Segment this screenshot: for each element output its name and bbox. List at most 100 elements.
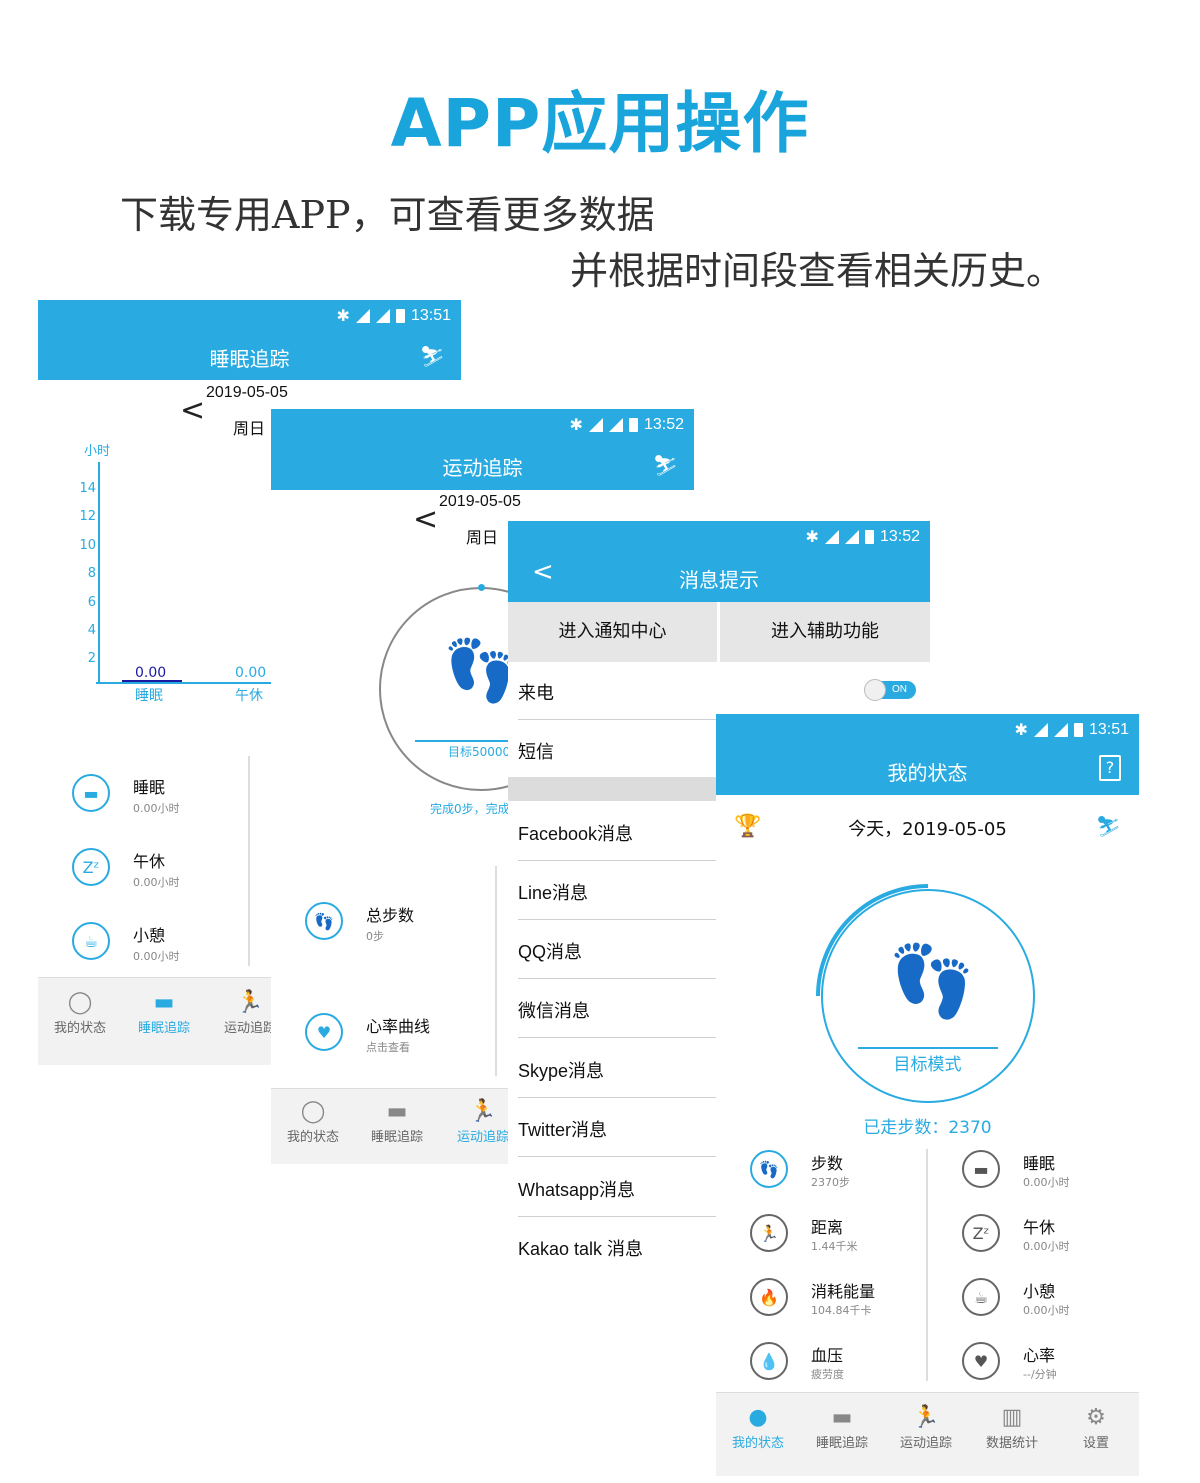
status-screen: ✱ 13:51 我的状态 ? 🏆 今天，2019-05-05 ⛷ 👣 目标模式 … (716, 714, 1139, 1476)
prev-day-button[interactable]: < (413, 502, 439, 537)
bottom-nav: ● 我的状态 ▬ 睡眠追踪 🏃 运动追踪 ▥ 数据统计 ⚙ 设置 (716, 1392, 1139, 1476)
app-row[interactable]: Skype消息 (518, 1061, 605, 1081)
flame-icon: 🔥 (750, 1278, 788, 1316)
call-label: 来电 (518, 683, 554, 703)
share-icon[interactable]: ⛷ (1095, 814, 1121, 838)
person-icon: ● (748, 1405, 768, 1430)
app-row[interactable]: Line消息 (518, 883, 589, 903)
progress-dot (478, 584, 485, 591)
bar-label: 睡眠 (135, 688, 163, 704)
accessibility-button[interactable]: 进入辅助功能 (771, 621, 879, 642)
status-app-bar: ✱ 13:51 我的状态 ? (716, 714, 1139, 795)
signal-icon (1053, 723, 1068, 737)
screen-title: 我的状态 (887, 761, 968, 785)
subtitle-line-2: 并根据时间段查看相关历史。 (570, 249, 1065, 293)
bed-icon: ▬ (831, 1405, 853, 1430)
status-bar: ✱ 13:52 (806, 527, 920, 547)
item-value: 0.00小时 (133, 876, 180, 889)
feet-icon: 👣 (750, 1150, 788, 1188)
signal-icon (1033, 723, 1048, 737)
screen-title: 消息提示 (679, 568, 759, 592)
nav-label: 睡眠追踪 (370, 1130, 423, 1145)
nav-label: 设置 (1082, 1436, 1109, 1451)
bed-icon: ▬ (72, 774, 110, 812)
nav-label: 睡眠追踪 (815, 1436, 868, 1451)
heart-icon: ♥ (962, 1342, 1000, 1380)
app-row[interactable]: QQ消息 (518, 942, 583, 962)
y-tick: 8 (87, 566, 96, 582)
nav-sport[interactable]: 🏃 运动追踪 (451, 1099, 515, 1145)
stat-label: 心率 (1023, 1346, 1056, 1365)
stat-label: 血压 (811, 1346, 844, 1365)
today-date: 今天，2019-05-05 (848, 819, 1007, 840)
status-bar: ✱ 13:51 (1015, 720, 1129, 740)
back-button[interactable]: < (532, 557, 554, 587)
call-toggle[interactable]: ON (864, 679, 916, 701)
prev-day-button[interactable]: < (180, 393, 206, 428)
page-title: APP应用操作 (390, 85, 810, 162)
feet-icon: 👣 (888, 940, 976, 1022)
battery-icon (628, 418, 638, 432)
weekday-label: 周日 (233, 421, 266, 438)
steps-walked: 已走步数：2370 (863, 1118, 992, 1138)
item-value[interactable]: 点击查看 (366, 1041, 410, 1054)
heart-icon[interactable]: ♥ (305, 1013, 343, 1051)
stat-label: 步数 (811, 1154, 844, 1173)
bed-icon: ▬ (386, 1099, 408, 1124)
nav-my-status[interactable]: ◯ 我的状态 (48, 990, 112, 1036)
divider (926, 1149, 928, 1381)
item-value: 0.00小时 (133, 950, 180, 963)
bar-chart-icon: ▥ (1001, 1405, 1023, 1430)
item-label: 睡眠 (133, 778, 166, 797)
nav-my-status[interactable]: ◯ 我的状态 (281, 1099, 345, 1145)
share-icon[interactable]: ⛷ (419, 344, 445, 368)
bluetooth-icon: ✱ (805, 529, 819, 546)
divider (717, 602, 720, 662)
date-label: 2019-05-05 (439, 493, 521, 510)
signal-icon (608, 418, 623, 432)
status-time: 13:52 (879, 528, 920, 545)
goal-label: 目标50000 (448, 745, 511, 759)
app-row[interactable]: Kakao talk 消息 (518, 1239, 644, 1259)
zzz-icon: Zᶻ (962, 1214, 1000, 1252)
zzz-icon: Zᶻ (72, 848, 110, 886)
y-tick: 12 (79, 509, 96, 525)
nav-label: 我的状态 (731, 1436, 784, 1451)
item-label[interactable]: 心率曲线 (366, 1017, 431, 1036)
goal-line (415, 740, 515, 742)
stat-label: 睡眠 (1023, 1154, 1056, 1173)
app-row[interactable]: Twitter消息 (518, 1120, 608, 1140)
app-row[interactable]: Facebook消息 (518, 824, 634, 844)
app-row[interactable]: 微信消息 (518, 1001, 590, 1021)
nav-statistics[interactable]: ▥ 数据统计 (980, 1405, 1044, 1451)
nav-label: 睡眠追踪 (137, 1021, 190, 1036)
stat-value: 1.44千米 (811, 1240, 858, 1253)
nav-sport[interactable]: 🏃 运动追踪 (218, 990, 282, 1036)
stat-value: 0.00小时 (1023, 1176, 1070, 1189)
screen-title: 睡眠追踪 (209, 347, 290, 371)
person-icon: ◯ (67, 990, 93, 1015)
y-axis (98, 462, 100, 684)
item-label: 总步数 (366, 906, 415, 925)
nav-sleep[interactable]: ▬ 睡眠追踪 (132, 990, 196, 1036)
app-row[interactable]: Whatsapp消息 (518, 1180, 636, 1200)
goal-mode-label[interactable]: 目标模式 (893, 1055, 962, 1075)
status-time: 13:51 (410, 307, 451, 324)
nav-my-status[interactable]: ● 我的状态 (726, 1405, 790, 1451)
sport-app-bar: ✱ 13:52 运动追踪 ⛷ (271, 409, 694, 490)
nav-sleep[interactable]: ▬ 睡眠追踪 (810, 1405, 874, 1451)
notification-center-button[interactable]: 进入通知中心 (558, 621, 667, 642)
person-icon: ◯ (300, 1099, 326, 1124)
runner-icon: 🏃 (469, 1099, 497, 1124)
bar (122, 680, 182, 682)
share-icon[interactable]: ⛷ (652, 453, 678, 477)
item-label: 小憩 (133, 926, 166, 945)
nav-sport[interactable]: 🏃 运动追踪 (894, 1405, 958, 1451)
trophy-icon[interactable]: 🏆 (734, 814, 762, 839)
status-bar: ✱ 13:52 (570, 415, 684, 435)
nav-settings[interactable]: ⚙ 设置 (1064, 1405, 1128, 1451)
feet-icon: 👣 (305, 902, 343, 940)
help-icon[interactable]: ? (1099, 755, 1121, 781)
bar-label: 午休 (235, 688, 263, 704)
nav-sleep[interactable]: ▬ 睡眠追踪 (365, 1099, 429, 1145)
